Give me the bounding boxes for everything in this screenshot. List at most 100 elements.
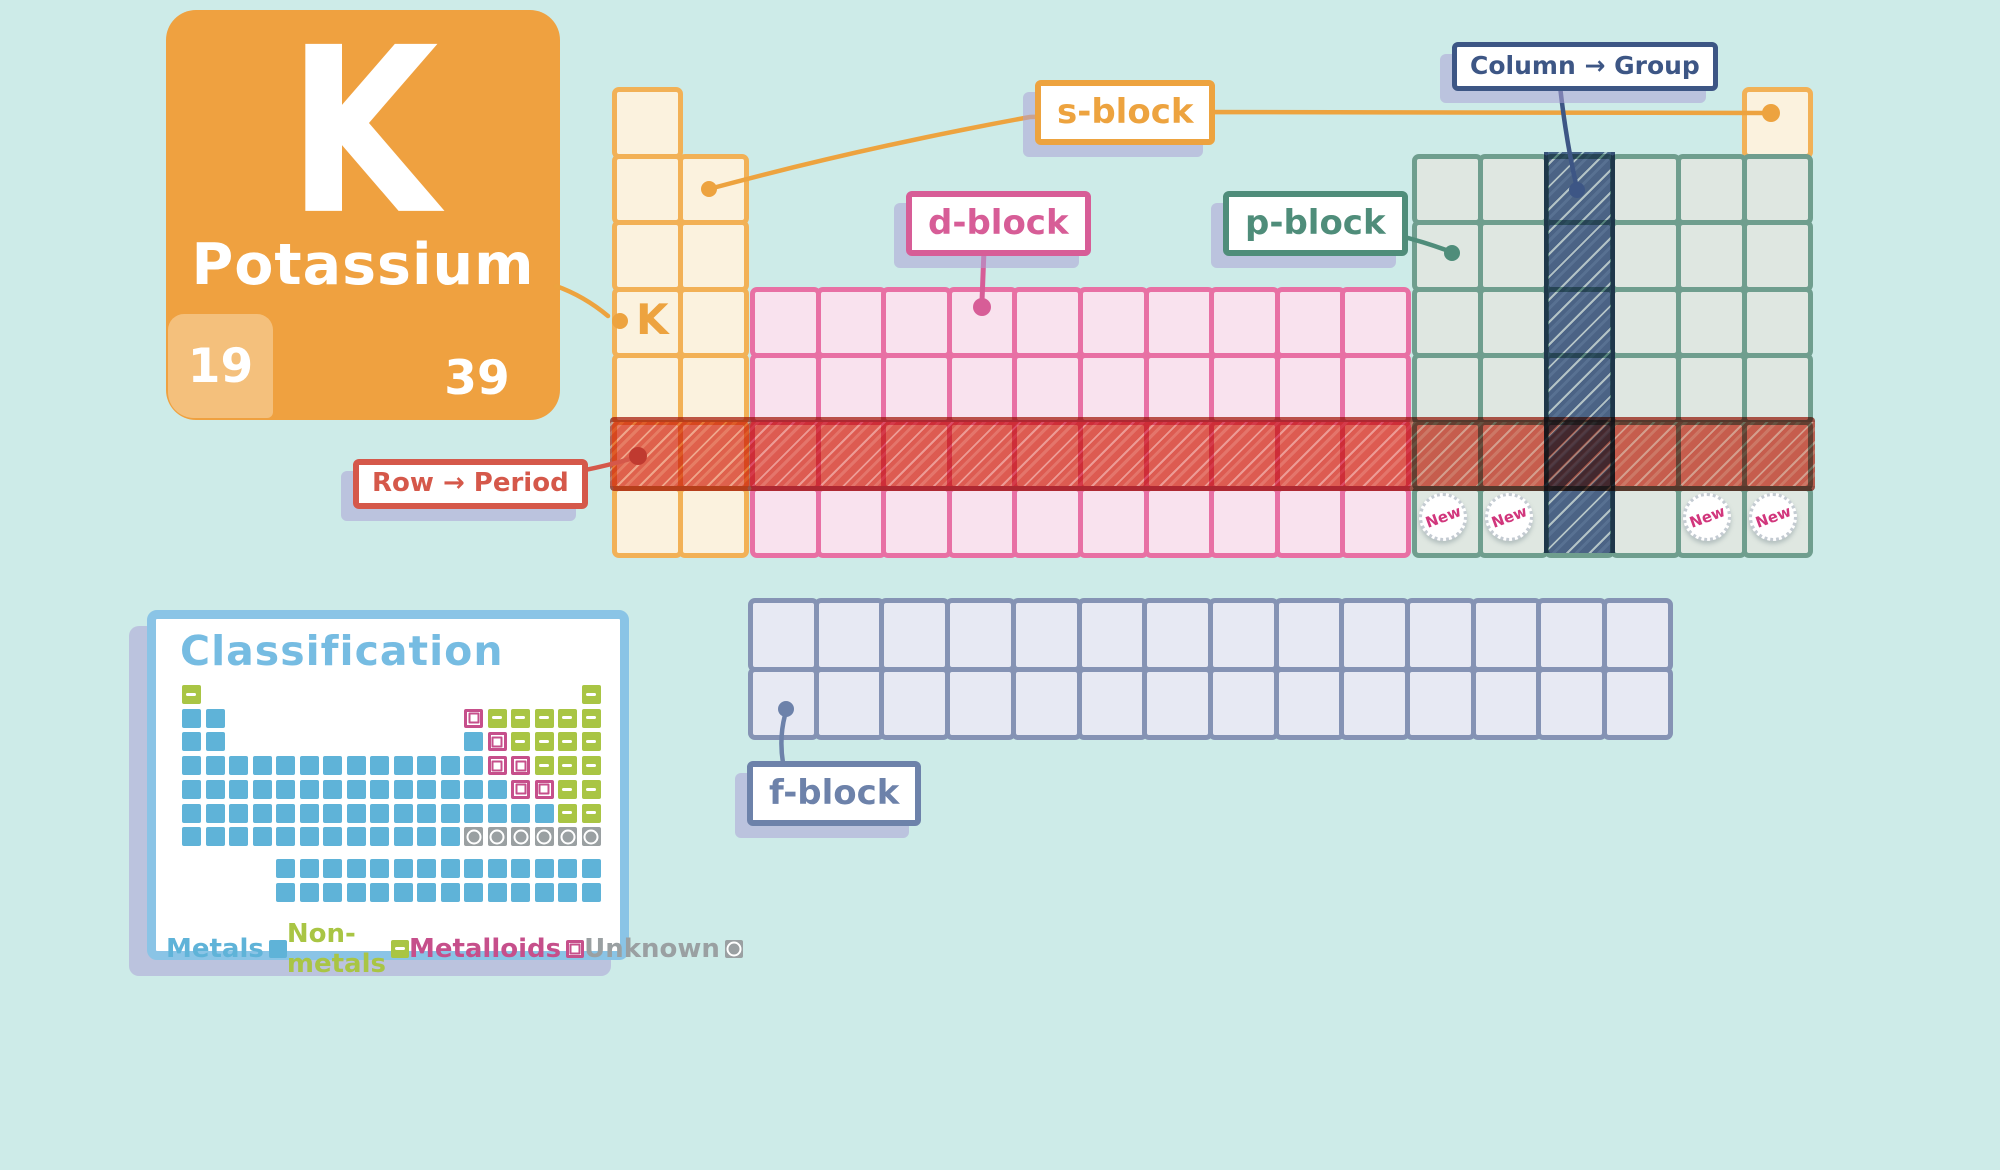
f-block-cell <box>1405 666 1476 740</box>
d-block-cell <box>1143 286 1215 358</box>
mini-cell-metal <box>252 756 272 776</box>
p-block-cell <box>1676 353 1747 425</box>
d-block-cell <box>1078 486 1149 558</box>
p-block-cell <box>1412 353 1483 425</box>
mini-cell-metal <box>299 858 319 878</box>
f-block-cell <box>1470 598 1542 672</box>
p-block-cell <box>1610 153 1681 225</box>
mini-cell-nonmetal <box>487 708 507 728</box>
legend-item-metalloid: Metalloids <box>408 934 585 964</box>
d-block-cell <box>750 486 821 558</box>
p-block-cell <box>1610 486 1681 558</box>
p-block-cell <box>1742 286 1813 358</box>
f-block-cell <box>1207 666 1279 740</box>
s-block-cell <box>612 220 683 292</box>
mini-cell-metal <box>487 803 507 823</box>
element-name: Potassium <box>191 232 535 298</box>
mini-cell-nonmetal <box>534 732 554 752</box>
mini-cell-metal <box>464 756 483 776</box>
mini-cell-metal <box>370 803 389 823</box>
mini-cell-nonmetal <box>558 732 577 752</box>
mini-cell-metal <box>440 882 460 902</box>
mini-cell-metal <box>346 827 366 847</box>
mini-cell-metal <box>182 708 201 728</box>
mini-cell-metalloid <box>464 708 483 728</box>
mini-cell-metal <box>558 882 577 902</box>
p-block-cell <box>1676 153 1747 225</box>
d-block-cell <box>1143 486 1215 558</box>
mini-cell-metal <box>346 779 366 799</box>
mini-cell-metal <box>417 756 436 776</box>
card-to-cell-line <box>553 283 611 319</box>
mini-cell-metal <box>323 803 342 823</box>
mini-cell-metal <box>534 803 554 823</box>
d-block-cell <box>881 353 953 425</box>
mini-cell-metal <box>346 858 366 878</box>
element-card: K Potassium 19 39 <box>134 0 560 453</box>
d-block-cell <box>1209 286 1281 358</box>
f-block-cell <box>879 666 951 740</box>
d-block-cell <box>1012 353 1084 425</box>
new-badge-text: New <box>1488 502 1530 532</box>
potassium-cell-label: K <box>636 294 669 344</box>
f-block-cell <box>813 666 885 740</box>
d-block-cell <box>815 486 887 558</box>
d-block-cell <box>1209 353 1281 425</box>
mini-cell-nonmetal <box>511 732 530 752</box>
d-block-cell <box>1274 286 1346 358</box>
new-badge: New <box>1683 493 1731 542</box>
p-block-cell <box>1610 353 1681 425</box>
d-block-cell <box>1340 353 1412 425</box>
mini-cell-metal <box>346 882 366 902</box>
mini-cell-metal <box>252 827 272 847</box>
mini-cell-metal <box>370 882 389 902</box>
p-block-cell <box>1478 353 1549 425</box>
mini-cell-nonmetal <box>182 685 201 704</box>
new-badge: New <box>1749 493 1797 542</box>
d-block-cell <box>1012 486 1084 558</box>
mini-cell-metal <box>323 756 342 776</box>
p-block-cell <box>1676 220 1747 292</box>
mini-cell-metal <box>299 827 319 847</box>
mini-cell-metalloid <box>487 732 507 752</box>
f-block-cell <box>748 598 819 672</box>
mini-cell-unknown <box>511 827 530 847</box>
mini-cell-nonmetal <box>581 756 601 776</box>
f-block-label: f-block <box>747 761 922 827</box>
d-block-cell <box>750 353 821 425</box>
mini-cell-unknown <box>487 827 507 847</box>
legend-label: Metalloids <box>408 934 562 964</box>
mini-cell-metal <box>276 803 295 823</box>
d-block-cell <box>1274 486 1346 558</box>
f-block-cell <box>1470 666 1542 740</box>
mini-cell-metal <box>464 779 483 799</box>
mini-cell-metal <box>370 827 389 847</box>
mini-cell-metal <box>534 882 554 902</box>
mini-cell-metalloid <box>487 756 507 776</box>
legend-label: Non-metals <box>286 919 386 979</box>
mini-cell-metal <box>346 803 366 823</box>
s-block-cell <box>678 286 750 358</box>
d-block-cell <box>1274 353 1346 425</box>
f-block-cell <box>1405 598 1476 672</box>
mini-cell-metal <box>205 827 225 847</box>
d-block-cell <box>1143 353 1215 425</box>
period-row-highlight <box>610 417 1815 491</box>
f-block-cell <box>1602 598 1674 672</box>
p-block-cell <box>1478 153 1549 225</box>
mini-cell-metal <box>205 803 225 823</box>
legend-item-metal: Metals <box>166 934 287 964</box>
s-block-cell <box>1742 87 1813 159</box>
f-block-cell <box>879 598 951 672</box>
d-block-cell <box>1012 286 1084 358</box>
row-period-label: Row → Period <box>353 459 588 509</box>
mini-cell-metal <box>205 708 225 728</box>
mini-cell-nonmetal <box>511 708 530 728</box>
f-block-cell <box>1339 666 1411 740</box>
classification-minitable <box>156 619 620 951</box>
p-block-cell <box>1412 220 1483 292</box>
p-block-cell <box>1610 220 1681 292</box>
mini-cell-metal <box>182 803 201 823</box>
p-block-cell <box>1412 286 1483 358</box>
